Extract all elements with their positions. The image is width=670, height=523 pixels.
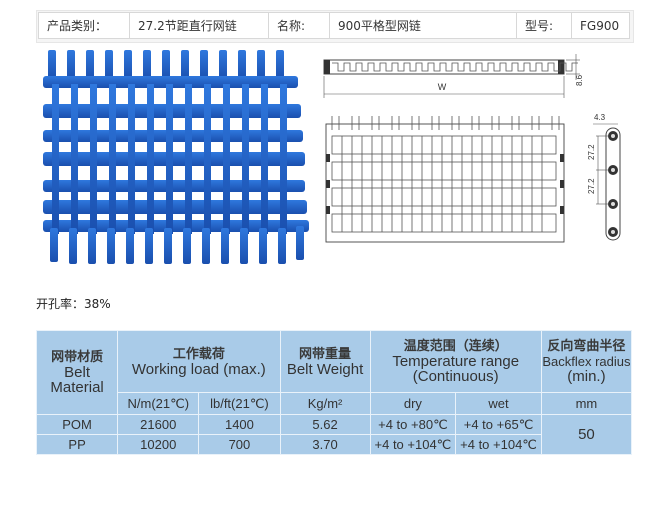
weight-header: 网带重量 Belt Weight (279, 330, 371, 393)
side-top-dim: 4.3 (594, 113, 606, 122)
spec-table: 网带材质 Belt Material 工作载荷 Working load (ma… (35, 330, 633, 455)
open-rate: 开孔率：38% (36, 297, 111, 311)
load-n-cell: 10200 (117, 434, 200, 455)
load-header: 工作载荷 Working load (max.) (117, 330, 281, 393)
backflex-cell: 50 (540, 414, 633, 455)
unit-load-n: N/m(21℃) (117, 392, 200, 415)
material-header: 网带材质 Belt Material (35, 330, 119, 415)
unit-dry: dry (369, 392, 457, 415)
name-value: 900平格型网链 (329, 12, 517, 39)
width-label: W (438, 82, 447, 92)
svg-text:8.6: 8.6 (575, 74, 584, 86)
product-info-table: 产品类别： 27.2节距直行网链 名称: 900平格型网链 型号: FG900 (38, 12, 630, 39)
model-value: FG900 (571, 12, 630, 39)
unit-load-lb: lb/ft(21℃) (198, 392, 281, 415)
material-cell: POM (35, 414, 119, 435)
technical-drawing: W 8.6 4.3 27.2 27.2 (323, 54, 621, 243)
pitch-dim-2: 27.2 (587, 178, 596, 194)
table-row: PP 10200 700 3.70 +4 to +104℃ +4 to +104… (35, 434, 632, 455)
name-label: 名称: (268, 12, 330, 39)
pitch-dim-1: 27.2 (587, 144, 596, 160)
temperature-header: 温度范围（连续） Temperature range (Continuous) (369, 330, 542, 393)
load-n-cell: 21600 (117, 414, 200, 435)
category-label: 产品类别： (38, 12, 130, 39)
wet-cell: +4 to +104℃ (455, 434, 542, 455)
weight-cell: 5.62 (279, 414, 371, 435)
unit-backflex: mm (540, 392, 633, 415)
table-row: POM 21600 1400 5.62 +4 to +80℃ +4 to +65… (35, 414, 633, 455)
unit-wet: wet (455, 392, 542, 415)
model-label: 型号: (516, 12, 572, 39)
wet-cell: +4 to +65℃ (455, 414, 542, 435)
material-cell: PP (35, 434, 119, 455)
category-value: 27.2节距直行网链 (129, 12, 269, 39)
backflex-header: 反向弯曲半径 Backflex radius (min.) (540, 330, 633, 393)
dry-cell: +4 to +104℃ (369, 434, 457, 455)
load-lb-cell: 1400 (198, 414, 281, 435)
unit-weight: Kg/m² (279, 392, 371, 415)
load-lb-cell: 700 (198, 434, 281, 455)
dry-cell: +4 to +80℃ (369, 414, 457, 435)
belt-photo (43, 50, 309, 264)
weight-cell: 3.70 (279, 434, 371, 455)
